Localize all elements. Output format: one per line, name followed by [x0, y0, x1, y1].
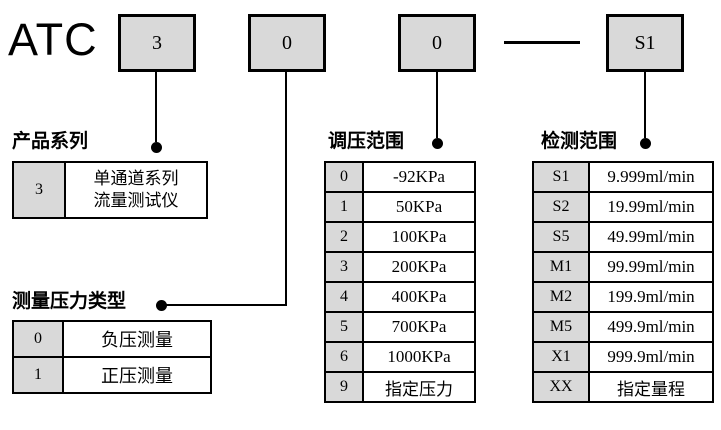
heading-product-series: 产品系列 [12, 131, 89, 152]
description-line: 单通道系列 [93, 169, 179, 188]
table-row: 1 50KPa [324, 191, 476, 223]
product-series-table: 3 单通道系列 流量测试仪 [12, 161, 208, 219]
connector-dot-pressure-type [156, 300, 167, 311]
code-cell: 1 [324, 191, 364, 223]
table-row: S5 49.99ml/min [532, 221, 714, 253]
code-cell: 4 [324, 281, 364, 313]
description-cell: 499.9ml/min [588, 311, 714, 343]
description-cell: 9.999ml/min [588, 161, 714, 193]
description-cell: 400KPa [362, 281, 476, 313]
table-row: 2 100KPa [324, 221, 476, 253]
pressure-type-table: 0 负压测量 1 正压测量 [12, 320, 212, 394]
model-box-detection-range: S1 [606, 14, 684, 72]
code-cell: M5 [532, 311, 590, 343]
table-row: 3 200KPa [324, 251, 476, 283]
description-cell: 单通道系列 流量测试仪 [64, 161, 208, 219]
description-cell: 49.99ml/min [588, 221, 714, 253]
code-cell: 0 [324, 161, 364, 193]
description-cell: 负压测量 [62, 320, 212, 358]
table-row: X1 999.9ml/min [532, 341, 714, 373]
connector-line-product-series [155, 72, 157, 142]
code-cell: 3 [12, 161, 66, 219]
model-box-label: 0 [432, 31, 442, 54]
description-cell: 50KPa [362, 191, 476, 223]
connector-line-regulation-range [436, 72, 438, 138]
table-row: S2 19.99ml/min [532, 191, 714, 223]
table-row: XX 指定量程 [532, 371, 714, 403]
description-cell: 19.99ml/min [588, 191, 714, 223]
description-cell: 指定压力 [362, 371, 476, 403]
description-cell: 指定量程 [588, 371, 714, 403]
table-row: M5 499.9ml/min [532, 311, 714, 343]
description-cell: 正压测量 [62, 356, 212, 394]
table-row: 0 负压测量 [12, 320, 212, 358]
table-row: 6 1000KPa [324, 341, 476, 373]
table-row: 5 700KPa [324, 311, 476, 343]
code-cell: 9 [324, 371, 364, 403]
table-row: M2 199.9ml/min [532, 281, 714, 313]
table-row: 1 正压测量 [12, 356, 212, 394]
code-cell: 6 [324, 341, 364, 373]
code-cell: 5 [324, 311, 364, 343]
detection-range-table: S1 9.999ml/min S2 19.99ml/min S5 49.99ml… [532, 161, 714, 403]
model-box-pressure-type: 0 [248, 14, 326, 72]
table-row: 9 指定压力 [324, 371, 476, 403]
code-cell: XX [532, 371, 590, 403]
regulation-range-table: 0 -92KPa 1 50KPa 2 100KPa 3 200KPa 4 400… [324, 161, 476, 403]
connector-line-detection-range [644, 72, 646, 138]
description-cell: 700KPa [362, 311, 476, 343]
connector-dot-product-series [151, 142, 162, 153]
dash-separator-line [504, 41, 580, 44]
table-row: 4 400KPa [324, 281, 476, 313]
code-cell: M2 [532, 281, 590, 313]
description-line: 流量测试仪 [93, 191, 179, 210]
description-cell: 999.9ml/min [588, 341, 714, 373]
table-row: M1 99.99ml/min [532, 251, 714, 283]
code-cell: S5 [532, 221, 590, 253]
connector-dot-detection-range [640, 138, 651, 149]
code-cell: M1 [532, 251, 590, 283]
description-cell: 199.9ml/min [588, 281, 714, 313]
description-cell: 100KPa [362, 221, 476, 253]
series-prefix: ATC [8, 14, 98, 65]
table-row: 0 -92KPa [324, 161, 476, 193]
code-cell: 0 [12, 320, 64, 358]
code-cell: 2 [324, 221, 364, 253]
model-box-regulation-range: 0 [398, 14, 476, 72]
code-cell: S1 [532, 161, 590, 193]
model-box-label: 0 [282, 31, 292, 54]
model-box-label: 3 [152, 31, 162, 54]
code-cell: S2 [532, 191, 590, 223]
model-box-product-series: 3 [118, 14, 196, 72]
description-cell: 200KPa [362, 251, 476, 283]
description-cell: 99.99ml/min [588, 251, 714, 283]
description-cell: -92KPa [362, 161, 476, 193]
connector-line-pressure-type-vertical [285, 72, 287, 306]
code-cell: X1 [532, 341, 590, 373]
connector-line-pressure-type-horizontal [162, 304, 287, 306]
code-cell: 1 [12, 356, 64, 394]
heading-detection-range: 检测范围 [541, 131, 618, 152]
table-row: 3 单通道系列 流量测试仪 [12, 161, 208, 219]
heading-pressure-type: 测量压力类型 [12, 291, 127, 312]
table-row: S1 9.999ml/min [532, 161, 714, 193]
heading-regulation-range: 调压范围 [328, 131, 405, 152]
connector-dot-regulation-range [432, 138, 443, 149]
description-cell: 1000KPa [362, 341, 476, 373]
code-cell: 3 [324, 251, 364, 283]
model-box-label: S1 [634, 31, 656, 54]
